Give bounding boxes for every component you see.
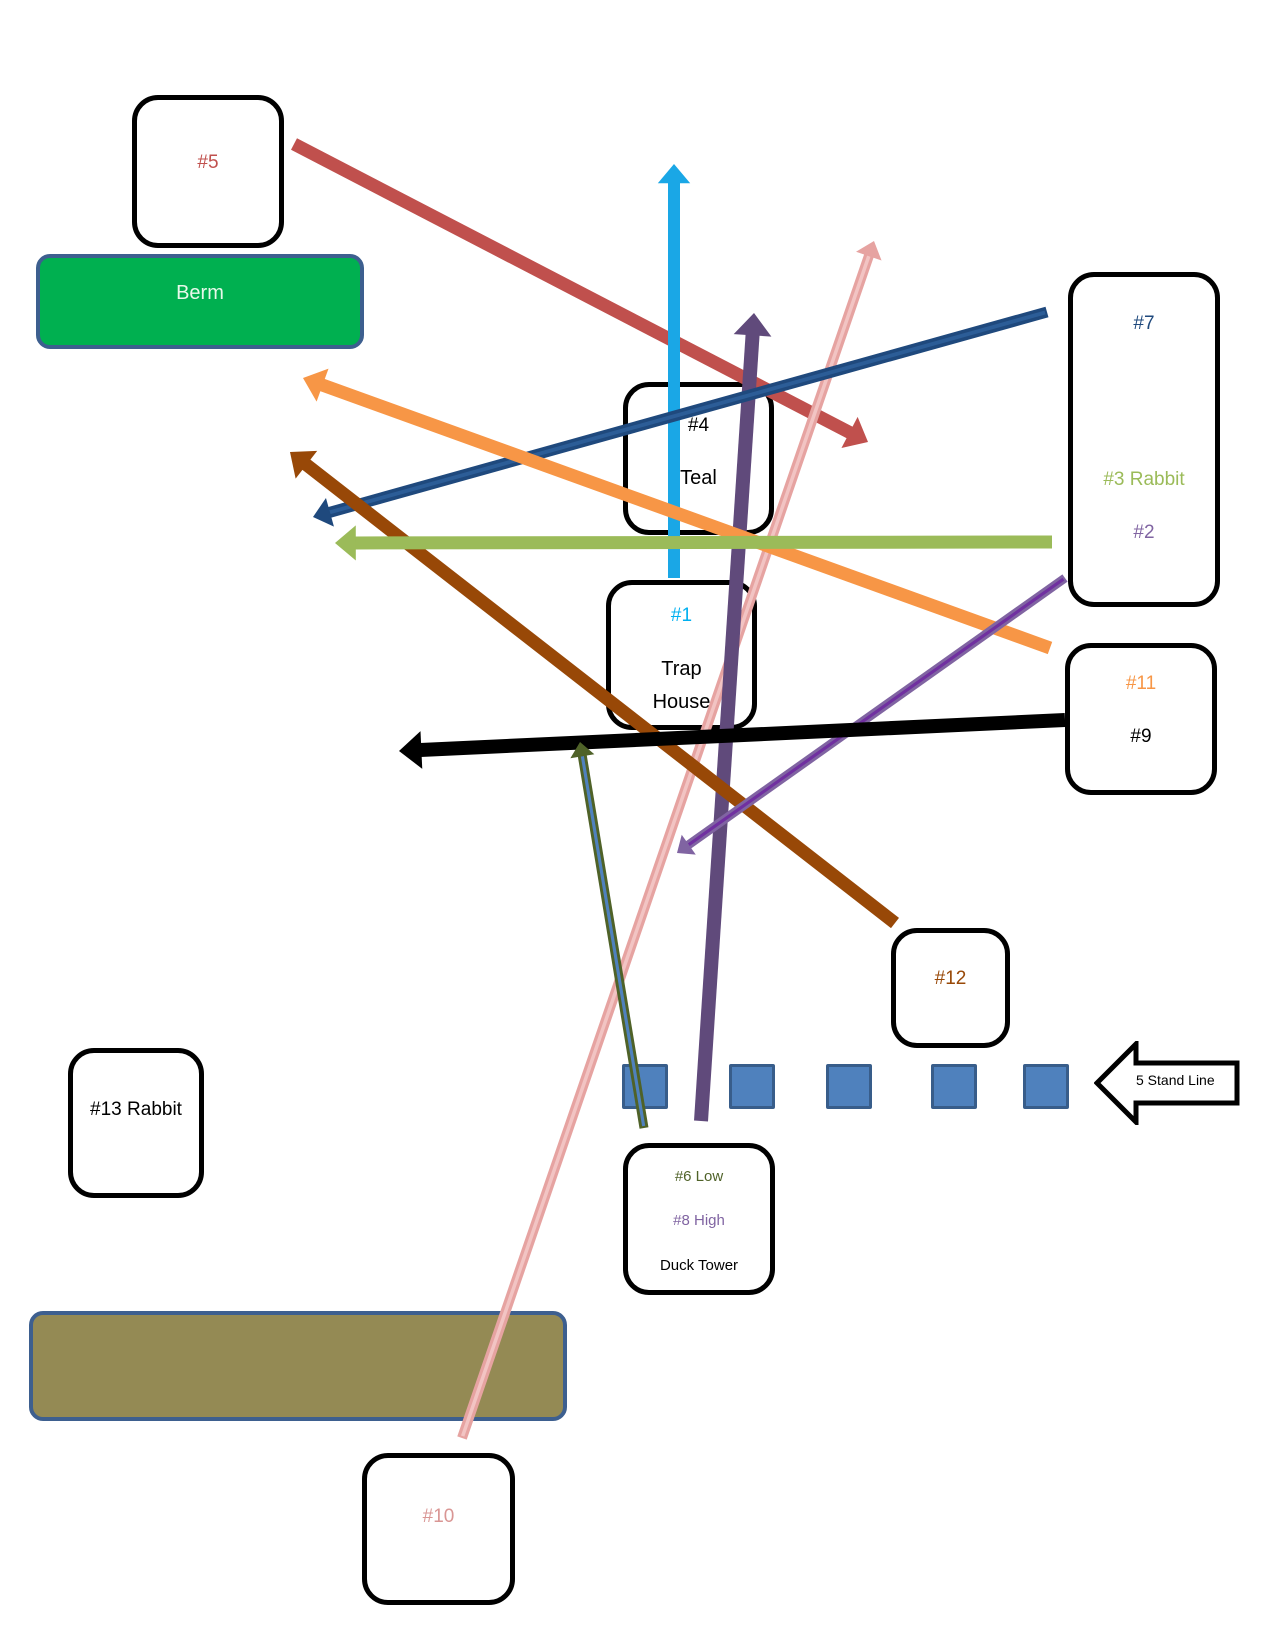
target-6-highlight [580, 755, 646, 1127]
target-11-arrow [303, 368, 1053, 655]
target-12-arrow [290, 450, 899, 929]
stand-2 [729, 1064, 775, 1109]
berm-top: Berm [36, 254, 364, 349]
stand-3 [826, 1064, 872, 1109]
station-13-label: #13 Rabbit [90, 1099, 182, 1120]
station-1-label: #1 [670, 605, 693, 626]
station-5-label: #5 [197, 152, 219, 173]
station-8-high-label: #8 High [673, 1212, 725, 1229]
target-10-highlight [460, 255, 871, 1437]
target-2-arrow [677, 574, 1068, 855]
station-12: #12 [891, 928, 1010, 1048]
station-4-sublabel: Teal [680, 467, 717, 489]
target-7-head [313, 497, 334, 527]
target-11-shaft [319, 378, 1053, 655]
stand-4 [931, 1064, 977, 1109]
target-5-shaft [291, 138, 854, 439]
station-4-label: #4 [687, 415, 710, 436]
target-2-head [677, 834, 696, 855]
stand-1 [622, 1064, 668, 1109]
target-8-shaft [694, 333, 760, 1122]
target-3-head [335, 525, 356, 561]
station-10-label: #10 [422, 1506, 455, 1527]
duck-tower-label: Duck Tower [659, 1257, 739, 1274]
station-12-label: #12 [934, 968, 967, 989]
station-7-label: #7 [1133, 313, 1155, 334]
target-5-arrow [291, 138, 868, 448]
target-9-arrow [399, 713, 1066, 769]
stand-5 [1023, 1064, 1069, 1109]
target-8-arrow [694, 313, 772, 1122]
target-2-highlight [687, 577, 1065, 846]
target-1-head [657, 164, 691, 184]
trap-house-label-line2: House [652, 691, 711, 713]
station-6-low-label: #6 Low [674, 1168, 724, 1185]
station-10: #10 [362, 1453, 515, 1605]
target-7-arrow [313, 306, 1049, 527]
station-13-rabbit: #13 Rabbit [68, 1048, 204, 1198]
target-3-arrow [335, 525, 1053, 561]
target-6-arrow [570, 742, 649, 1129]
target-10-head [856, 241, 882, 261]
trap-house-label-line1: Trap [661, 658, 702, 680]
station-5: #5 [132, 95, 284, 248]
target-3-shaft [354, 535, 1053, 550]
target-5-head [841, 416, 868, 448]
station-3-rabbit-label: #3 Rabbit [1103, 469, 1185, 490]
station-11-9: #11 #9 [1065, 643, 1217, 795]
target-6-head [570, 742, 595, 759]
stand-line-label: 5 Stand Line [1136, 1072, 1215, 1088]
station-7-3-2: #7 #3 Rabbit #2 [1068, 272, 1220, 607]
station-9-label: #9 [1130, 726, 1152, 747]
target-10-arrow [457, 241, 882, 1440]
left-arrow-icon [1094, 1041, 1240, 1125]
berm-label: Berm [176, 282, 224, 304]
station-11-label: #11 [1125, 673, 1157, 694]
target-11-head [303, 368, 329, 402]
target-7-highlight [329, 310, 1046, 515]
target-9-shaft [420, 713, 1066, 757]
duck-tower: #6 Low #8 High Duck Tower [623, 1143, 775, 1295]
target-9-head [399, 731, 423, 769]
target-8-head [733, 313, 772, 337]
target-12-head [290, 450, 318, 479]
station-2-label: #2 [1133, 522, 1155, 543]
